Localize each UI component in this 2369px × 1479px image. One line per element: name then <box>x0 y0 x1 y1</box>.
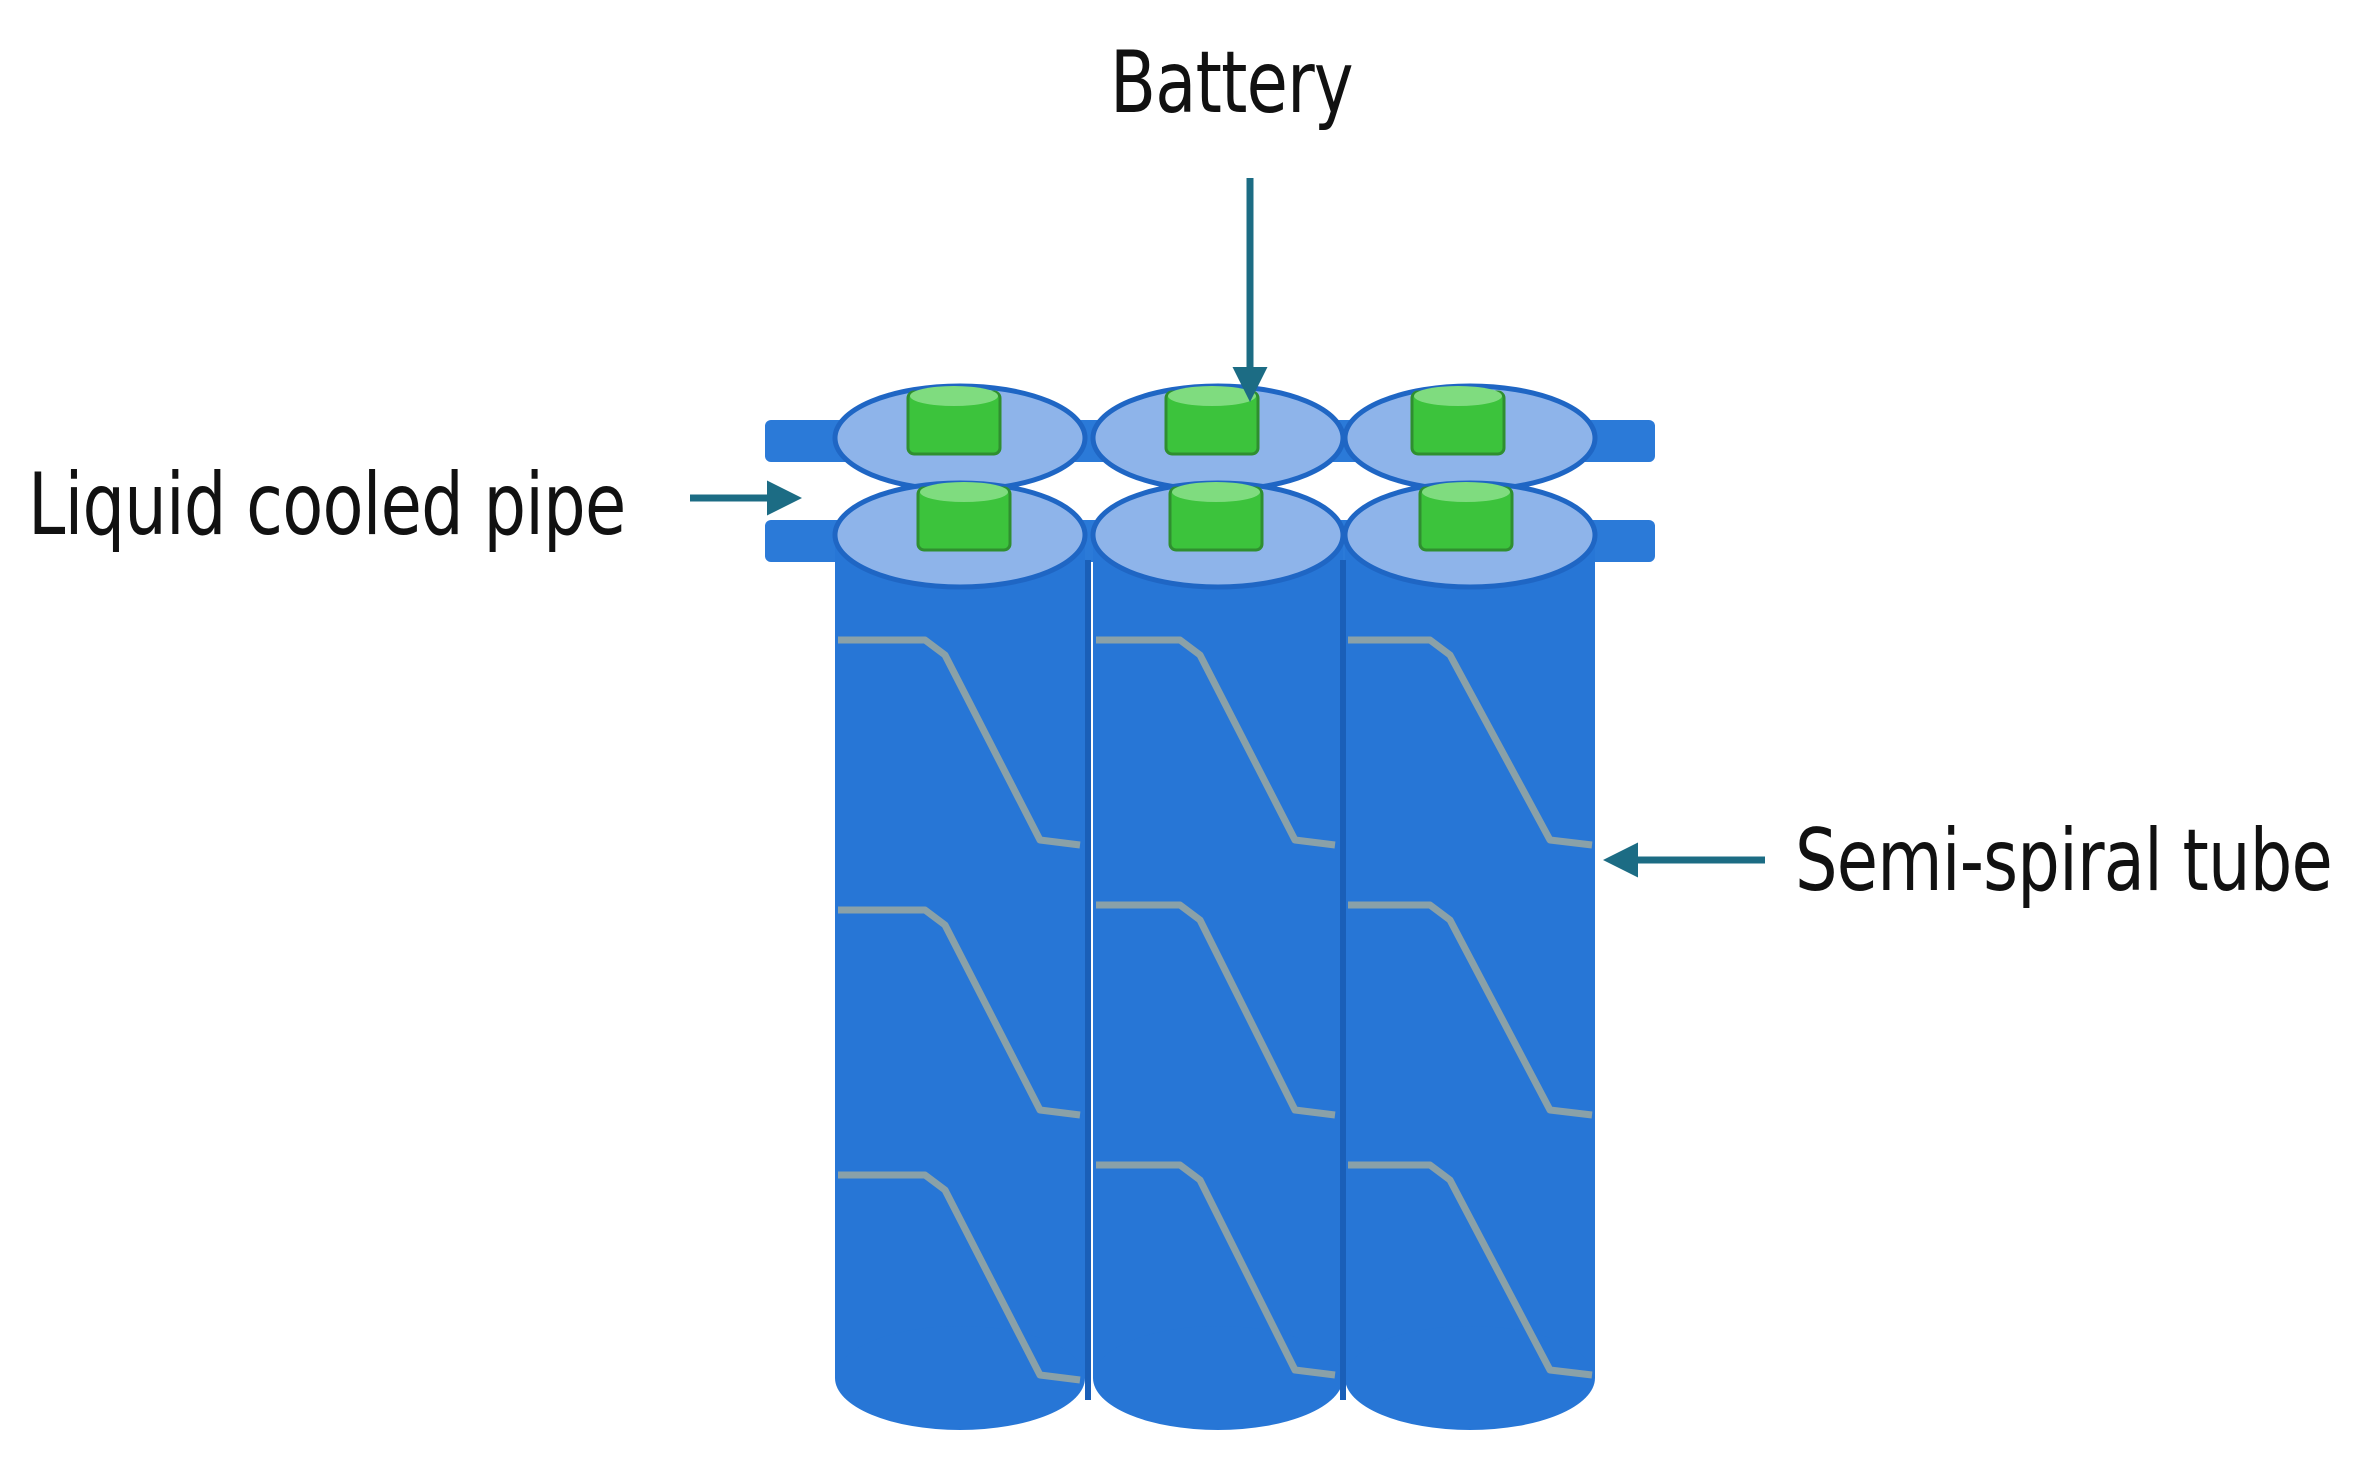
semi-spiral-tube-label: Semi-spiral tube <box>1795 811 2333 911</box>
battery-caps <box>832 383 1598 590</box>
terminal <box>916 482 1012 552</box>
battery-cylinder-right <box>1345 530 1595 1430</box>
terminal <box>1164 386 1260 456</box>
terminal <box>1168 482 1264 552</box>
battery-label: Battery <box>1110 33 1354 133</box>
annotation-arrows <box>690 178 1765 878</box>
semi-spiral-tubes <box>838 636 1593 1384</box>
battery-cylinders <box>835 530 1595 1430</box>
terminal <box>906 386 1002 456</box>
liquid-cooled-pipe-label: Liquid cooled pipe <box>28 455 626 555</box>
terminal <box>1410 386 1506 456</box>
battery-cylinder-left <box>835 530 1085 1430</box>
battery-terminals <box>906 386 1514 552</box>
terminal <box>1418 482 1514 552</box>
battery-cylinder-middle <box>1093 530 1343 1430</box>
